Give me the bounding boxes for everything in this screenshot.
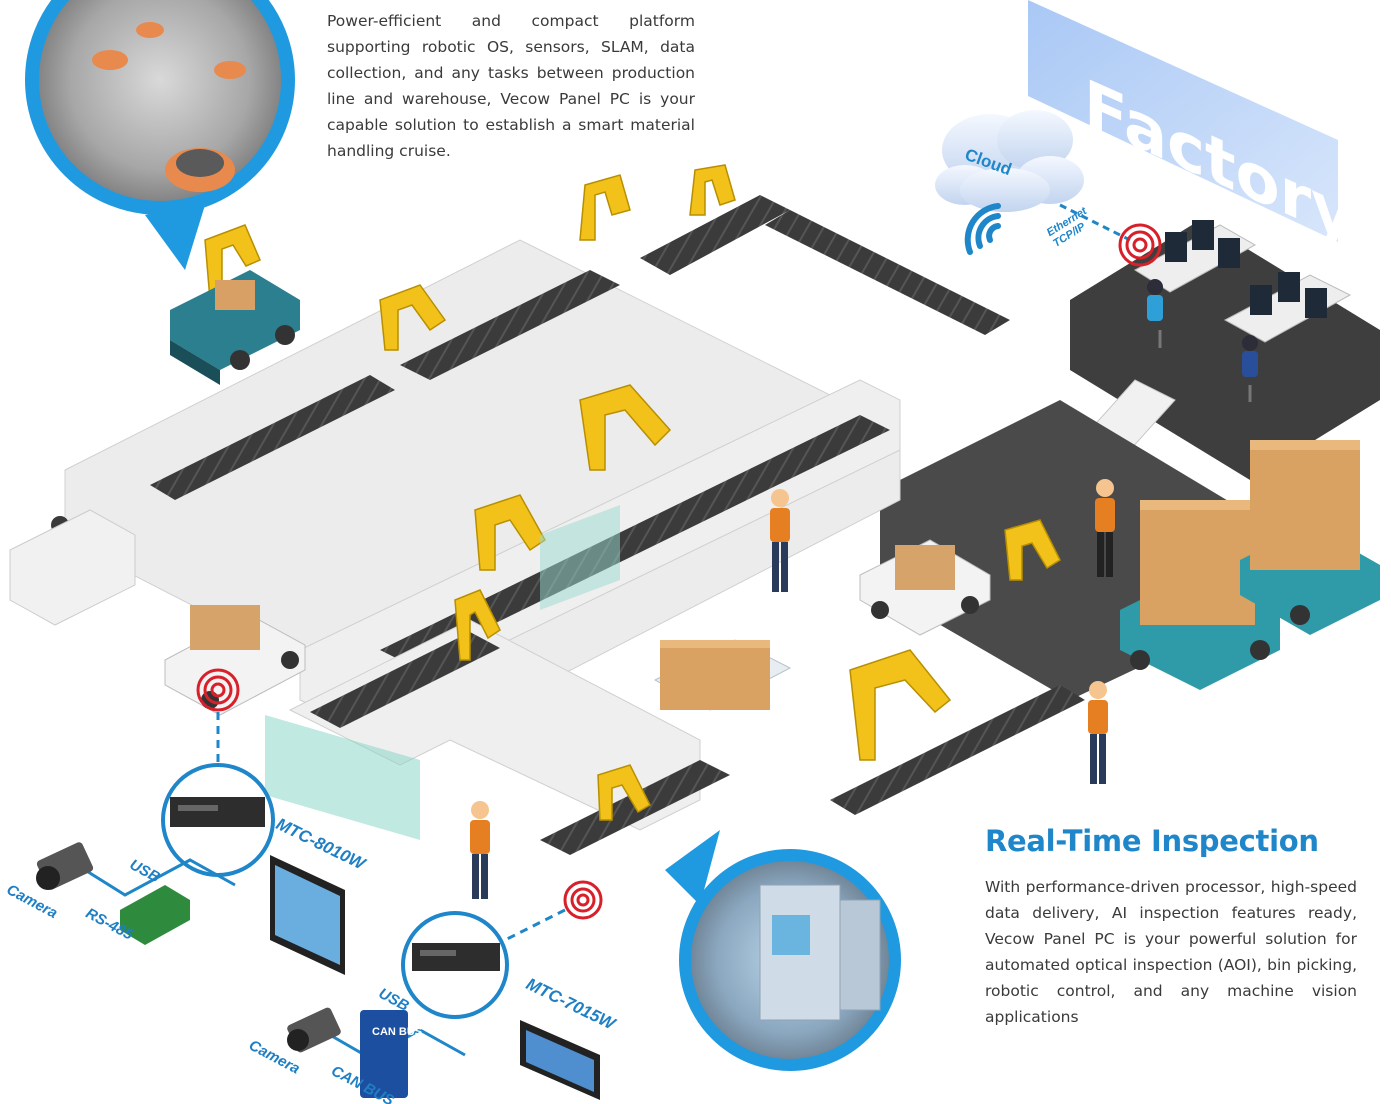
target-icon <box>563 880 603 920</box>
target-icon <box>196 668 240 712</box>
system-1-cluster <box>36 763 345 975</box>
amr-description: Power-efficient and compact platform sup… <box>327 12 695 160</box>
operator-desk <box>9 509 136 626</box>
conveyor-4 <box>765 210 1010 335</box>
can-bus-badge: CAN BUS <box>372 1026 422 1038</box>
target-icon <box>1118 223 1162 267</box>
wifi-icon <box>964 203 1001 255</box>
conveyor-5 <box>380 415 890 665</box>
system-2-cluster <box>287 911 600 1100</box>
conveyor-6 <box>310 632 500 728</box>
vision-screen <box>265 715 420 840</box>
amr-vehicle-icon <box>170 270 300 385</box>
amr-vehicle-warehouse <box>859 539 991 636</box>
inspection-magnifier <box>665 830 901 1071</box>
box-stack <box>653 639 792 711</box>
conveyor-1 <box>150 375 395 500</box>
conveyor-2 <box>400 270 620 380</box>
box-stack-pallet-1 <box>1120 500 1280 690</box>
conveyor-8 <box>830 685 1085 815</box>
robot-arm-icon <box>204 164 1061 821</box>
box-stack-pallet-2 <box>1240 440 1380 635</box>
cloud-icon <box>935 110 1084 212</box>
conveyor-3 <box>640 195 790 275</box>
amr-vehicle-boxes <box>164 605 306 716</box>
system-1-usb-label: USB <box>127 856 163 886</box>
control-workstations <box>1134 220 1352 402</box>
factory-banner <box>1028 0 1338 242</box>
inspection-title: Real-Time Inspection <box>985 824 1319 858</box>
inspection-description: With performance-driven processor, high-… <box>985 878 1357 1026</box>
system-2-link <box>494 908 566 947</box>
ethernet-link <box>1059 203 1131 242</box>
vision-screen-2 <box>540 505 620 610</box>
system-2-panel-label: MTC-7015W <box>523 974 620 1034</box>
amr-magnifier <box>25 0 295 270</box>
